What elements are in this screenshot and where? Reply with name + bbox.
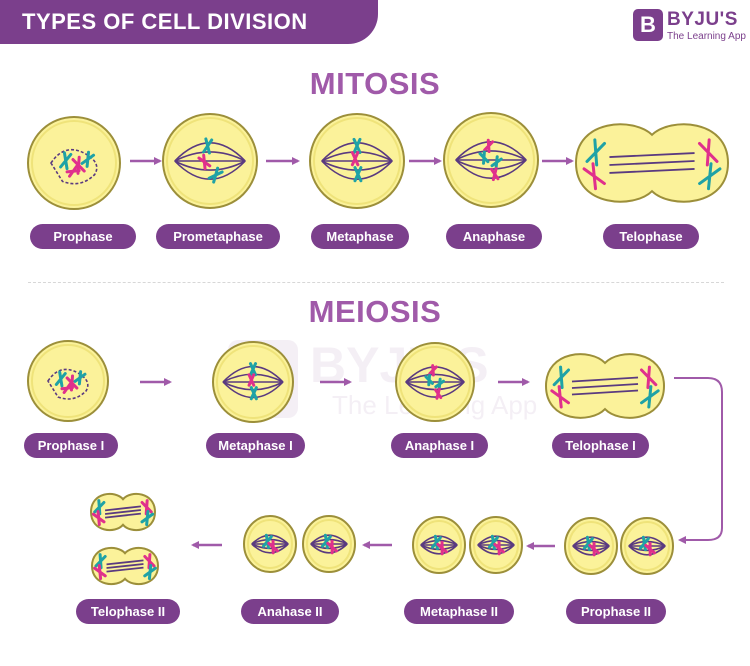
label-prophase-i: Prophase I — [24, 433, 118, 458]
cell-prophase-ii-b — [620, 517, 674, 575]
cell-anaphase-i — [395, 342, 475, 422]
cell-prophase-ii-a — [564, 517, 618, 575]
cell-prophase-i — [27, 340, 109, 422]
page-title: TYPES OF CELL DIVISION — [22, 9, 308, 34]
label-anahase-ii: Anahase II — [241, 599, 339, 624]
cell-telophase — [574, 123, 730, 203]
brand-badge-icon: B — [633, 9, 663, 41]
cell-telophase-ii-b — [90, 546, 160, 586]
brand-name: BYJU'S — [667, 9, 738, 30]
brand-tagline: The Learning App — [667, 31, 746, 42]
mitosis-title: MITOSIS — [309, 66, 441, 101]
label-telophase: Telophase — [603, 224, 699, 249]
cell-anaphase — [443, 112, 539, 208]
label-prometaphase: Prometaphase — [156, 224, 280, 249]
cell-metaphase-ii-a — [412, 516, 466, 574]
label-telophase-i: Telophase I — [552, 433, 649, 458]
label-metaphase-ii: Metaphase II — [404, 599, 514, 624]
cell-metaphase-i — [212, 341, 294, 423]
cell-telophase-ii-a — [89, 492, 157, 532]
cell-telophase-i — [544, 353, 666, 419]
cell-prophase — [27, 116, 121, 210]
label-anaphase-i: Anaphase I — [391, 433, 488, 458]
label-anaphase: Anaphase — [446, 224, 542, 249]
cell-metaphase — [309, 113, 405, 209]
cell-anahase-ii-a — [243, 515, 297, 573]
meiosis-title: MEIOSIS — [308, 294, 442, 329]
curved-arrow-icon — [674, 377, 723, 544]
label-prophase-ii: Prophase II — [566, 599, 666, 624]
cell-prometaphase — [162, 113, 258, 209]
label-telophase-ii: Telophase II — [76, 599, 180, 624]
section-divider — [28, 282, 724, 283]
cell-anahase-ii-b — [302, 515, 356, 573]
header-banner: TYPES OF CELL DIVISION — [0, 0, 378, 44]
brand-logo[interactable]: B BYJU'S The Learning App — [633, 9, 746, 45]
label-metaphase-i: Metaphase I — [206, 433, 305, 458]
cell-metaphase-ii-b — [469, 516, 523, 574]
label-metaphase: Metaphase — [311, 224, 409, 249]
label-prophase: Prophase — [30, 224, 136, 249]
